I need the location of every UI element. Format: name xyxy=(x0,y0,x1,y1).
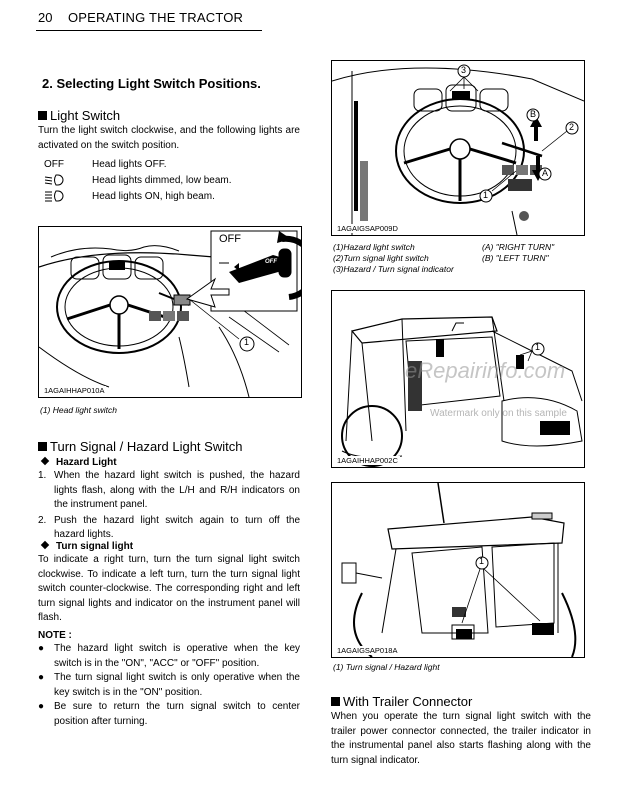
list-item-text: Push the hazard light switch again to tu… xyxy=(54,514,300,541)
caption-line: (B) "LEFT TURN" xyxy=(482,253,549,263)
caption-line: (A) "RIGHT TURN" xyxy=(482,242,555,252)
list-item-number: 1. xyxy=(38,470,47,481)
callout-B: B xyxy=(530,109,537,119)
figure-id: 1AGAIHHAP010A xyxy=(42,386,107,395)
dashboard-illustration xyxy=(39,230,301,397)
callout-1: 1 xyxy=(483,190,489,200)
off-label: OFF xyxy=(219,233,241,245)
turn-signal-light-text: To indicate a right turn, turn the turn … xyxy=(38,554,300,623)
trailer-connector-heading: With Trailer Connector xyxy=(331,694,472,709)
turn-signal-light-heading: Turn signal light xyxy=(40,540,134,552)
square-bullet-icon xyxy=(38,111,47,120)
light-positions-list: OFF Head lights OFF. Head lights dimmed,… xyxy=(44,158,294,206)
square-bullet-icon xyxy=(38,442,47,451)
bullet-dot-icon: ● xyxy=(38,672,45,683)
light-position-off: OFF Head lights OFF. xyxy=(44,158,294,174)
page-number: 20 xyxy=(38,10,53,25)
caption-line: (3)Hazard / Turn signal indicator xyxy=(333,264,454,274)
turn-signal-heading: Turn Signal / Hazard Light Switch xyxy=(38,439,242,454)
list-item: 2. Push the hazard light switch again to… xyxy=(38,514,300,543)
figure2-caption-left: (1)Hazard light switch (2)Turn signal li… xyxy=(333,242,483,275)
figure-id: 1AGAIGSAP009D xyxy=(335,224,400,233)
list-item-number: 2. xyxy=(38,514,47,526)
diamond-bullet-icon xyxy=(40,540,50,550)
list-item: ● Be sure to return the turn signal swit… xyxy=(38,700,300,729)
switch-off-marking: OFF xyxy=(265,259,277,265)
list-item: 1. When the hazard light switch is pushe… xyxy=(38,469,300,513)
list-item-text: Be sure to return the turn signal switch… xyxy=(54,701,300,727)
light-switch-heading: Light Switch xyxy=(38,108,120,123)
figure2-caption-right: (A) "RIGHT TURN" (B) "LEFT TURN" xyxy=(482,242,582,264)
head-light-switch-figure: OFF OFF 1 1AGAIHHAP010A xyxy=(38,226,302,398)
tractor-cab-illustration xyxy=(341,316,583,467)
note-list: ● The hazard light switch is operative w… xyxy=(38,642,300,729)
callout-1: 1 xyxy=(535,342,541,352)
callout-1: 1 xyxy=(479,556,485,566)
position-text: Head lights ON, high beam. xyxy=(92,191,215,202)
light-switch-heading-text: Light Switch xyxy=(50,108,121,123)
bullet-dot-icon: ● xyxy=(38,701,45,712)
callout-2: 2 xyxy=(569,122,575,132)
hazard-light-steps: 1. When the hazard light switch is pushe… xyxy=(38,469,300,543)
square-bullet-icon xyxy=(331,697,340,706)
trailer-connector-heading-text: With Trailer Connector xyxy=(343,694,473,709)
low-beam-icon xyxy=(44,174,92,190)
watermark-text: eRepairinfo.com xyxy=(405,358,566,383)
trailer-connector-text: When you operate the turn signal light s… xyxy=(331,711,591,766)
position-label: OFF xyxy=(44,159,64,170)
section-title: 2. Selecting Light Switch Positions. xyxy=(42,76,261,91)
turn-signal-switch-figure: 3 2 1 B A 1AGAIGSAP009D xyxy=(331,60,585,236)
light-position-high: Head lights ON, high beam. xyxy=(44,190,294,206)
list-item: ● The turn signal light switch is only o… xyxy=(38,671,300,700)
header-rule xyxy=(36,30,262,31)
light-switch-intro: Turn the light switch clockwise, and the… xyxy=(38,125,300,151)
bullet-dot-icon: ● xyxy=(38,643,45,654)
note-title: NOTE : xyxy=(38,630,72,641)
hazard-light-heading-text: Hazard Light xyxy=(56,457,117,468)
diamond-bullet-icon xyxy=(40,456,50,466)
list-item-text: When the hazard light switch is pushed, … xyxy=(54,470,300,510)
figure-id: 1AGAIGSAP018A xyxy=(335,646,400,655)
position-text: Head lights dimmed, low beam. xyxy=(92,175,232,186)
list-item-text: The turn signal light switch is only ope… xyxy=(54,672,300,698)
figure-id: 1AGAIHHAP002C xyxy=(335,456,400,465)
tractor-rear-figure: 1 1AGAIGSAP018A xyxy=(331,482,585,658)
list-item-text: The hazard light switch is operative whe… xyxy=(54,643,300,669)
callout-3: 3 xyxy=(461,65,467,75)
turn-signal-heading-text: Turn Signal / Hazard Light Switch xyxy=(50,439,243,454)
list-item: ● The hazard light switch is operative w… xyxy=(38,642,300,671)
caption-line: (2)Turn signal light switch xyxy=(333,253,429,263)
tractor-front-figure: 1 1AGAIHHAP002C xyxy=(331,290,585,468)
tractor-rear-illustration xyxy=(341,483,577,657)
steering-wheel-illustration xyxy=(332,64,584,235)
watermark-subtext: Watermark only on this sample xyxy=(430,408,567,419)
high-beam-icon xyxy=(44,190,92,206)
position-text: Head lights OFF. xyxy=(92,159,167,170)
caption-line: (1)Hazard light switch xyxy=(333,242,415,252)
page-header-title: OPERATING THE TRACTOR xyxy=(68,10,244,25)
figure4-caption: (1) Turn signal / Hazard light xyxy=(333,662,440,672)
light-position-low: Head lights dimmed, low beam. xyxy=(44,174,294,190)
callout-1: 1 xyxy=(244,337,250,347)
turn-signal-light-heading-text: Turn signal light xyxy=(56,541,134,552)
hazard-light-heading: Hazard Light xyxy=(40,456,117,468)
callout-A: A xyxy=(542,168,549,178)
figure1-caption: (1) Head light switch xyxy=(40,405,118,415)
